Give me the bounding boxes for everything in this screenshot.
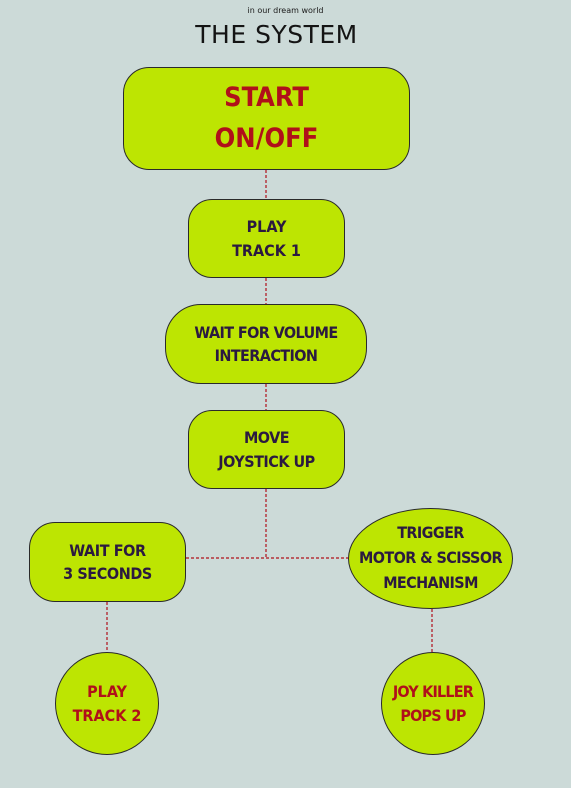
joy-killer-line1: JOY KILLER (392, 682, 474, 702)
wait-for-volume-line2: INTERACTION (214, 346, 318, 365)
trigger-motor-line2: MOTOR & SCISSOR (359, 548, 503, 568)
start-label: START (224, 82, 309, 113)
play-track-2-line1: PLAY (87, 682, 127, 702)
joy-killer-line2: POPS UP (400, 705, 466, 725)
wait-3-seconds-line1: WAIT FOR (69, 540, 146, 560)
wait-3-seconds-node: WAIT FOR 3 SECONDS (29, 522, 186, 602)
trigger-motor-node: TRIGGER MOTOR & SCISSOR MECHANISM (348, 508, 513, 609)
wait-3-seconds-line2: 3 SECONDS (63, 564, 152, 583)
play-track-1-node: PLAY TRACK 1 (188, 199, 345, 278)
header-subtitle: in our dream world (247, 6, 324, 15)
wait-for-volume-node: WAIT FOR VOLUME INTERACTION (165, 304, 367, 384)
wait-for-volume-line1: WAIT FOR VOLUME (194, 322, 338, 342)
trigger-motor-line3: MECHANISM (383, 572, 478, 592)
start-on-off-node: START ON/OFF (123, 67, 410, 170)
joy-killer-node: JOY KILLER POPS UP (381, 652, 485, 755)
play-track-2-node: PLAY TRACK 2 (55, 652, 159, 755)
play-track-1-line2: TRACK 1 (232, 240, 301, 260)
trigger-motor-line1: TRIGGER (397, 523, 464, 543)
page-title: THE SYSTEM (195, 20, 358, 49)
play-track-1-line1: PLAY (246, 217, 287, 237)
move-joystick-line2: JOYSTICK UP (218, 451, 315, 471)
play-track-2-line2: TRACK 2 (72, 705, 142, 725)
move-joystick-line1: MOVE (243, 428, 290, 448)
on-off-label: ON/OFF (214, 122, 319, 154)
move-joystick-node: MOVE JOYSTICK UP (188, 410, 345, 489)
